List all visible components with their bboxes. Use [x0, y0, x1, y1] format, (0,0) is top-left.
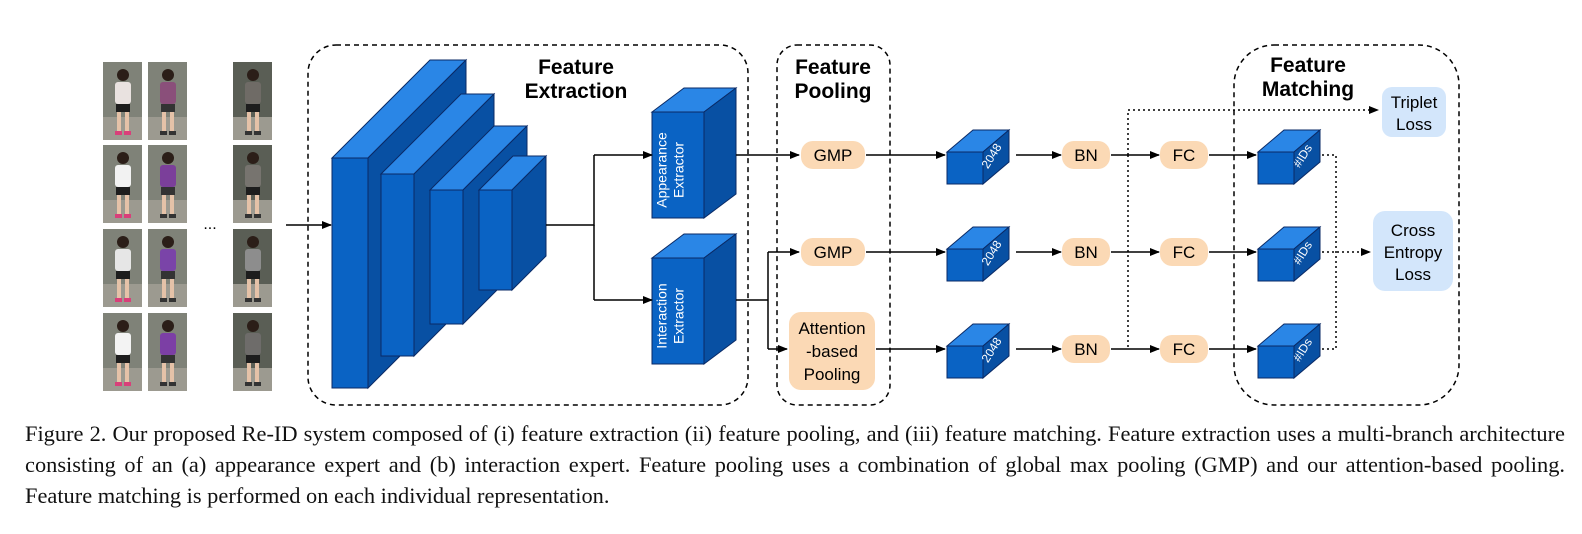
ids-block-1: #IDs: [1256, 128, 1322, 186]
bn-node-2: BN: [1062, 238, 1110, 266]
fc-node-3-label: FC: [1173, 340, 1196, 359]
fc-node-1: FC: [1160, 141, 1208, 169]
backbone-cnn: [330, 58, 548, 390]
figure-caption: Figure 2. Our proposed Re-ID system comp…: [25, 418, 1565, 511]
fc-node-1-label: FC: [1173, 146, 1196, 165]
feature-extraction-box: [307, 44, 749, 406]
caption-text: Figure 2. Our proposed Re-ID system comp…: [25, 421, 1565, 508]
person-thumbnail: [148, 313, 187, 391]
feature-2048-block-1: 2048: [945, 128, 1011, 186]
feature-2048-block-3: 2048: [945, 322, 1011, 380]
triplet-loss-box: [1382, 87, 1446, 137]
gmp-node-1: GMP: [801, 141, 865, 169]
interaction-extractor-label: InteractionExtractor: [654, 283, 687, 348]
extractor-blocks: [650, 87, 738, 365]
person-thumbnail: [103, 145, 142, 223]
bn-node-1-label: BN: [1074, 146, 1098, 165]
person-thumbnail: [103, 313, 142, 391]
feature-matching-box: [1233, 44, 1460, 406]
ellipsis: ...: [203, 216, 216, 233]
feature-pooling-box: [776, 44, 891, 406]
bn-node-3: BN: [1062, 335, 1110, 363]
person-thumbnail: [103, 62, 142, 140]
ids-block-2: #IDs: [1256, 225, 1322, 283]
fc-node-3: FC: [1160, 335, 1208, 363]
cross-entropy-loss-box: [1373, 211, 1453, 291]
backbone-split: [546, 155, 595, 226]
appearance-extractor-block: [650, 87, 738, 219]
input-person-images: ...: [103, 62, 272, 391]
gmp-node-1-label: GMP: [814, 146, 853, 165]
person-thumbnail: [233, 229, 272, 307]
person-thumbnail: [103, 229, 142, 307]
connectors: [286, 151, 1257, 353]
appearance-extractor-label: AppearanceExtractor: [654, 132, 687, 208]
person-thumbnail: [233, 313, 272, 391]
ids-block-3: #IDs: [1256, 322, 1322, 380]
bn-node-1: BN: [1062, 141, 1110, 169]
person-thumbnail: [233, 145, 272, 223]
person-thumbnail: [148, 145, 187, 223]
fc-node-2-label: FC: [1173, 243, 1196, 262]
loss-connectors: [1127, 106, 1379, 350]
person-thumbnail: [148, 62, 187, 140]
person-thumbnail: [233, 62, 272, 140]
bn-node-2-label: BN: [1074, 243, 1098, 262]
feature-2048-block-2: 2048: [945, 225, 1011, 283]
gmp-node-2: GMP: [801, 238, 865, 266]
fc-node-2: FC: [1160, 238, 1208, 266]
gmp-node-2-label: GMP: [814, 243, 853, 262]
interaction-extractor-block: [650, 233, 738, 365]
bn-node-3-label: BN: [1074, 340, 1098, 359]
backbone-layer-4: [477, 154, 548, 292]
person-thumbnail: [148, 229, 187, 307]
